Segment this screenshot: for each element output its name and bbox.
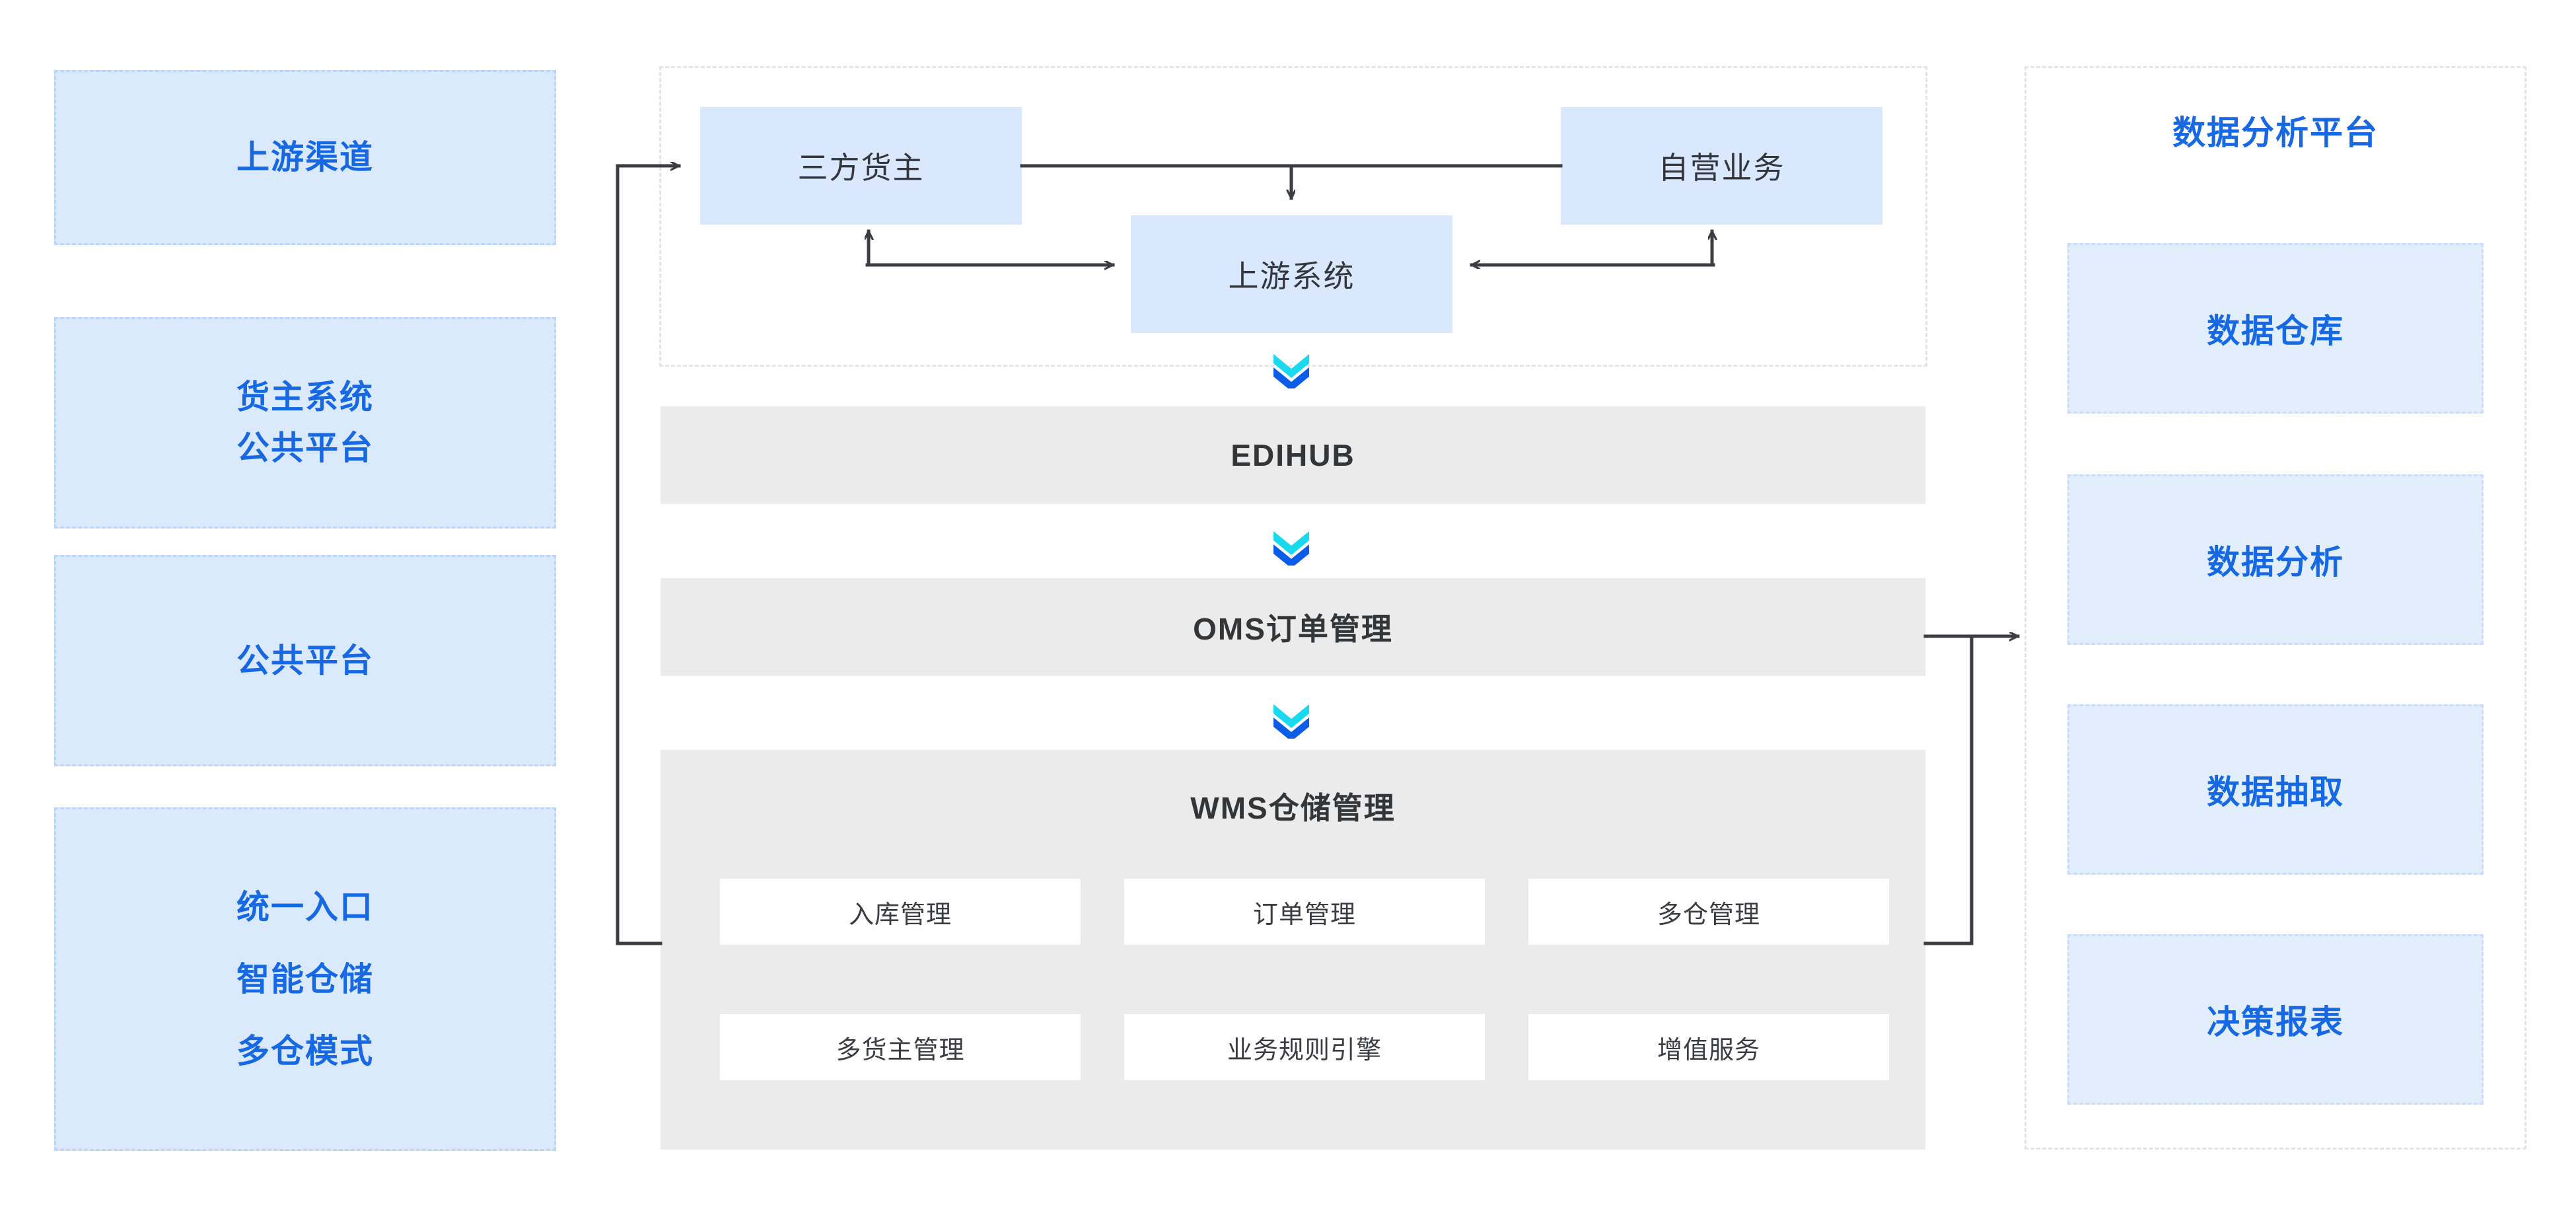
layer-edihub[interactable]: EDIHUB xyxy=(661,406,1925,504)
layer-oms[interactable]: OMS订单管理 xyxy=(661,578,1925,676)
left-card-line: 统一入口 xyxy=(236,888,374,926)
left-card-unified-entry[interactable]: 统一入口 智能仓储 多仓模式 xyxy=(54,807,556,1151)
layer-label: EDIHUB xyxy=(1231,438,1355,472)
data-platform-card-label: 决策报表 xyxy=(2207,1004,2344,1041)
wms-module-label: 订单管理 xyxy=(1252,901,1356,929)
wms-module-multi-shipper[interactable]: 多货主管理 xyxy=(720,1014,1081,1080)
left-card-line: 货主系统 xyxy=(236,378,374,416)
double-chevron-down-icon xyxy=(1272,700,1310,739)
left-card-upstream-channel[interactable]: 上游渠道 xyxy=(54,70,556,245)
node-label: 上游系统 xyxy=(1228,259,1355,293)
data-platform-card-label: 数据仓库 xyxy=(2207,312,2344,349)
data-platform-title: 数据分析平台 xyxy=(2172,114,2379,151)
left-card-public-platform[interactable]: 公共平台 xyxy=(54,555,556,766)
layer-wms-title: WMS仓储管理 xyxy=(1190,791,1396,825)
node-self-operated-business[interactable]: 自营业务 xyxy=(1561,107,1882,225)
left-card-line: 智能仓储 xyxy=(236,960,374,998)
wms-module-label: 增值服务 xyxy=(1657,1036,1760,1064)
left-card-line: 多仓模式 xyxy=(236,1032,374,1070)
data-platform-card-label: 数据抽取 xyxy=(2207,774,2344,811)
wms-module-order[interactable]: 订单管理 xyxy=(1124,879,1485,945)
wms-module-label: 业务规则引擎 xyxy=(1227,1036,1382,1064)
data-platform-card-warehouse[interactable]: 数据仓库 xyxy=(2067,243,2484,414)
node-third-party-shipper[interactable]: 三方货主 xyxy=(700,107,1022,225)
wms-module-value-added[interactable]: 增值服务 xyxy=(1528,1014,1889,1080)
left-card-shipper-system[interactable]: 货主系统 公共平台 xyxy=(54,317,556,529)
left-card-line: 上游渠道 xyxy=(236,139,374,176)
wire-wms-to-data-platform xyxy=(1923,634,1974,945)
wms-module-label: 多货主管理 xyxy=(836,1036,965,1064)
left-card-line: 公共平台 xyxy=(236,429,374,466)
layer-label: OMS订单管理 xyxy=(1193,612,1393,646)
wms-module-inbound[interactable]: 入库管理 xyxy=(720,879,1081,945)
double-chevron-down-icon xyxy=(1272,350,1310,388)
wms-module-label: 多仓管理 xyxy=(1657,901,1760,929)
wms-module-multi-warehouse[interactable]: 多仓管理 xyxy=(1528,879,1889,945)
wms-module-rule-engine[interactable]: 业务规则引擎 xyxy=(1124,1014,1485,1080)
layer-wms: WMS仓储管理 xyxy=(661,750,1925,1150)
data-platform-card-analysis[interactable]: 数据分析 xyxy=(2067,474,2484,645)
left-card-line: 公共平台 xyxy=(236,642,374,679)
node-label: 三方货主 xyxy=(797,151,925,185)
data-platform-card-label: 数据分析 xyxy=(2207,544,2344,581)
node-upstream-system[interactable]: 上游系统 xyxy=(1131,215,1452,333)
wms-module-label: 入库管理 xyxy=(848,901,952,929)
data-platform-card-extraction[interactable]: 数据抽取 xyxy=(2067,704,2484,875)
data-platform-container: 数据分析平台 xyxy=(2024,66,2526,1150)
node-label: 自营业务 xyxy=(1658,151,1785,185)
data-platform-card-report[interactable]: 决策报表 xyxy=(2067,934,2484,1105)
double-chevron-down-icon xyxy=(1272,527,1310,566)
